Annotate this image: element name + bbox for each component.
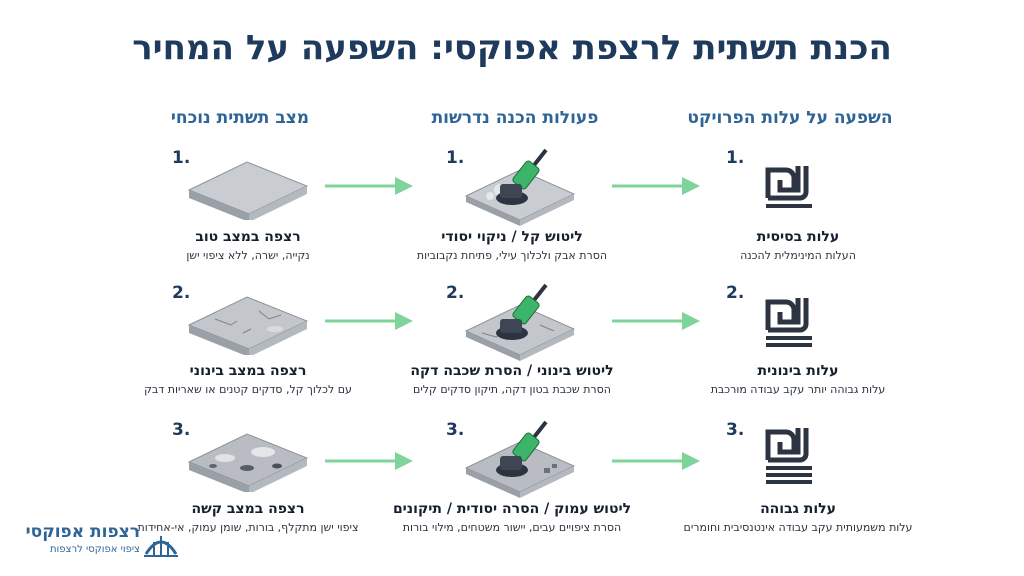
column-heading-state: מצב תשתית נוכחי [170, 108, 310, 128]
column-heading-actions: פעולות הכנה נדרשות [431, 108, 599, 128]
cost-title: עלות בינונית [757, 363, 839, 379]
cost-caption: עלות בינונית עלות גבוהה יותר עקב עבודה מ… [678, 362, 918, 397]
brand-tagline: ציפוי אפוקסי לרצפות [49, 544, 140, 555]
step-number: 1. [446, 148, 465, 168]
step-number: 1. [726, 148, 745, 168]
step-number: 1. [172, 148, 191, 168]
step-number: 2. [446, 283, 465, 303]
action-desc: הסרת ציפויים עבים, יישור משטחים, מילוי ב… [402, 521, 622, 534]
action-title: ליטוש קל / ניקוי יסודי [441, 229, 583, 245]
bridge-logo-icon [144, 536, 178, 557]
shekel-icon [765, 298, 812, 347]
state-title: רצפה במצב בינוני [189, 363, 307, 379]
state-title: רצפה במצב קשה [191, 501, 305, 517]
cost-title: עלות גבוהה [760, 501, 836, 517]
action-caption: ליטוש עמוק / הסרה יסודית / תיקונים הסרת … [392, 500, 632, 535]
action-caption: ליטוש קל / ניקוי יסודי הסרת אבק ולכלוך ע… [392, 228, 632, 263]
brand-name: רצפות אפוקסי [25, 522, 140, 542]
state-caption: רצפה במצב בינוני עם לכלוך קל, סדקים קטני… [128, 362, 368, 397]
state-caption: רצפה במצב קשה ציפוי ישן מתקלף, בורות, שו… [128, 500, 368, 535]
cost-desc: העלות המינימלית להכנה [740, 249, 856, 262]
right-arrow-icon [612, 312, 700, 330]
right-arrow-icon [325, 177, 413, 195]
right-arrow-icon [325, 452, 413, 470]
right-arrow-icon [612, 452, 700, 470]
shekel-icon [765, 166, 812, 208]
cost-desc: עלות משמעותית עקב עבודה אינטנסיבית וחומר… [683, 521, 913, 534]
cost-desc: עלות גבוהה יותר עקב עבודה מורכבת [710, 383, 886, 396]
state-title: רצפה במצב טוב [195, 229, 301, 245]
step-number: 3. [446, 420, 465, 440]
cost-title: עלות בסיסית [756, 229, 840, 245]
state-caption: רצפה במצב טוב נקייה, ישרה, ללא ציפוי ישן [128, 228, 368, 263]
floor-grinder-icon [464, 148, 576, 226]
step-number: 2. [726, 283, 745, 303]
page-title: הכנת תשתית לרצפת אפוקסי: השפעה על המחיר [132, 28, 892, 68]
cost-caption: עלות גבוהה עלות משמעותית עקב עבודה אינטנ… [678, 500, 918, 535]
floor-grinder-icon [464, 283, 576, 361]
floor-good-illustration [187, 161, 309, 220]
right-arrow-icon [612, 177, 700, 195]
floor-medium-illustration [187, 296, 309, 355]
shekel-icon [765, 428, 812, 484]
state-desc: עם לכלוך קל, סדקים קטנים או שאריות דבק [144, 383, 352, 396]
right-arrow-icon [325, 312, 413, 330]
brand-logo: רצפות אפוקסי ציפוי אפוקסי לרצפות [18, 522, 178, 562]
action-title: ליטוש בינוני / הסרת שכבה דקה [410, 363, 614, 379]
action-caption: ליטוש בינוני / הסרת שכבה דקה הסרת שכבת ב… [392, 362, 632, 397]
cost-caption: עלות בסיסית העלות המינימלית להכנה [678, 228, 918, 263]
floor-bad-illustration [187, 433, 309, 492]
action-desc: הסרת שכבת בטון דקה, תיקון סדקים קלים [413, 383, 611, 396]
step-number: 3. [726, 420, 745, 440]
state-desc: נקייה, ישרה, ללא ציפוי ישן [186, 249, 310, 262]
state-desc: ציפוי ישן מתקלף, בורות, שומן עמוק, אי-אח… [137, 521, 359, 534]
action-title: ליטוש עמוק / הסרה יסודית / תיקונים [392, 501, 632, 517]
action-desc: הסרת אבק ולכלוך עילי, פתיחת נקבוביות [416, 249, 608, 262]
step-number: 2. [172, 283, 191, 303]
step-number: 3. [172, 420, 191, 440]
column-heading-cost: השפעה על עלות הפרויקט [687, 108, 893, 128]
floor-grinder-icon [464, 420, 576, 498]
